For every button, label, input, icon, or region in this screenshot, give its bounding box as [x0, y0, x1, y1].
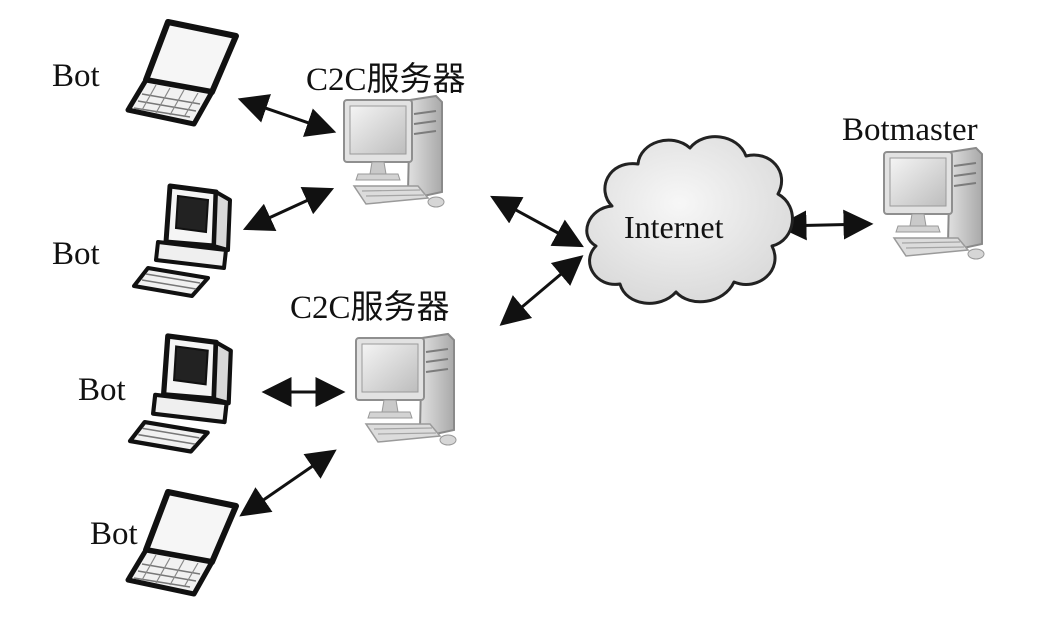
bot-2-desktop-crt-icon: [134, 186, 230, 296]
internet-cloud-icon: [585, 135, 794, 305]
botmaster-label: Botmaster: [842, 112, 978, 148]
botmaster-pc-icon: [883, 147, 985, 260]
bot-3-desktop-crt-icon: [130, 336, 231, 452]
connection-arrows: [237, 94, 874, 517]
bot-1-laptop-icon: [128, 22, 236, 124]
edge-internet-botmaster: [776, 209, 874, 241]
edge-server2-internet: [499, 255, 584, 326]
bot-2-label: Bot: [52, 236, 100, 272]
bot-1-label: Bot: [52, 58, 100, 94]
edge-server1-internet: [490, 195, 584, 248]
edge-bot1-server1: [237, 94, 337, 137]
c2c-server-1-icon: [343, 95, 445, 208]
edge-bot4-server2: [239, 449, 337, 517]
internet-label: Internet: [624, 209, 724, 245]
c2c-server-2-icon: [355, 333, 457, 446]
edge-bot2-server1: [242, 186, 335, 232]
bot-3-label: Bot: [78, 372, 126, 408]
bot-4-label: Bot: [90, 516, 138, 552]
c2c-server-2-label: C2C服务器: [290, 289, 450, 326]
bot-4-laptop-icon: [128, 492, 236, 594]
c2c-server-1-label: C2C服务器: [306, 61, 466, 98]
